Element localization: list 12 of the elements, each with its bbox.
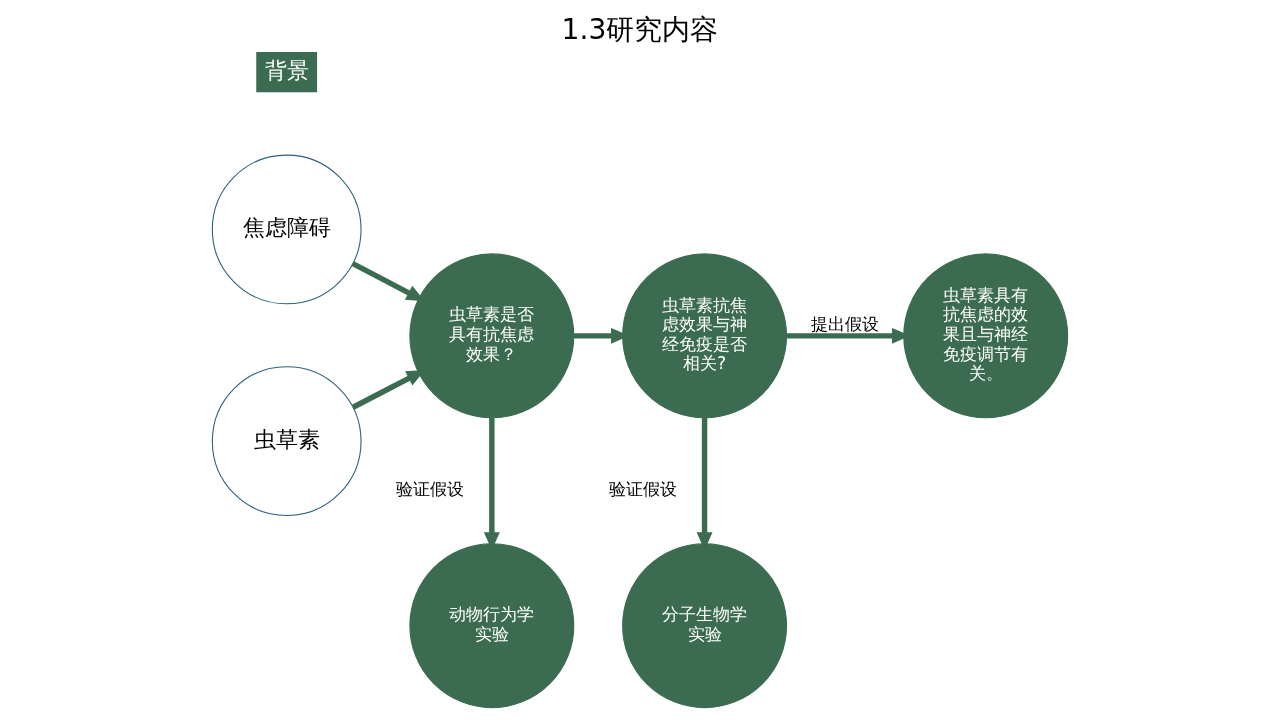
node-circle: 虫草素具有抗焦虑的效果且与神经免疫调节有关。	[903, 253, 1069, 419]
node-circle: 虫草素	[211, 366, 362, 517]
diagram-title: 1.3研究内容	[561, 13, 719, 47]
node-circle: 分子生物学实验	[622, 543, 788, 709]
edge-label: 验证假设	[609, 478, 678, 499]
node-circle: 动物行为学实验	[409, 543, 575, 709]
edge-label: 验证假设	[396, 478, 465, 499]
node-circle: 虫草素是否具有抗焦虑效果？	[409, 253, 575, 419]
node-box: 背景	[256, 52, 318, 93]
edge-label: 提出假设	[811, 314, 880, 335]
node-circle: 虫草素抗焦虑效果与神经免疫是否相关?	[622, 253, 788, 419]
node-circle: 焦虑障碍	[211, 154, 362, 305]
